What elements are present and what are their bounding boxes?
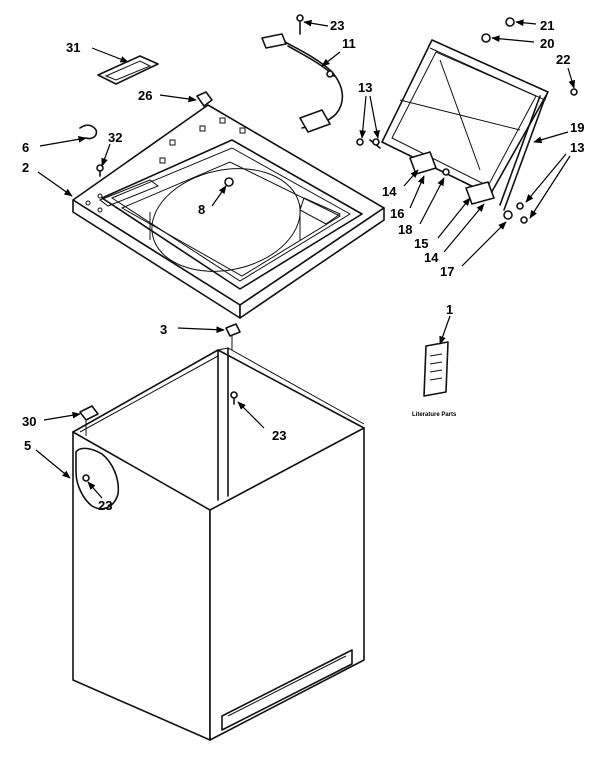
lid-switch-harness <box>261 33 344 133</box>
callout-13-left: 13 <box>358 80 372 95</box>
callout-5: 5 <box>24 438 31 453</box>
callout-16: 16 <box>390 206 404 221</box>
callout-8: 8 <box>198 202 205 217</box>
callout-18: 18 <box>398 222 412 237</box>
callout-31: 31 <box>66 40 80 55</box>
hinge-hardware <box>356 138 528 224</box>
callout-22: 22 <box>556 52 570 67</box>
callout-14-lower: 14 <box>424 250 439 265</box>
washer-top-panel <box>72 104 385 319</box>
washer-cabinet <box>72 323 365 741</box>
callout-3: 3 <box>160 322 167 337</box>
callout-19: 19 <box>570 120 584 135</box>
callout-21: 21 <box>540 18 554 33</box>
callout-11: 11 <box>342 36 356 51</box>
callout-20: 20 <box>540 36 554 51</box>
callout-15: 15 <box>414 236 428 251</box>
washer-lid <box>381 39 549 211</box>
callout-23-top: 23 <box>330 18 344 33</box>
callout-6: 6 <box>22 140 29 155</box>
literature-parts-label: Literature Parts <box>412 412 457 418</box>
literature-parts: Literature Parts <box>412 341 457 418</box>
callout-17: 17 <box>440 264 454 279</box>
callout-1: 1 <box>446 302 453 317</box>
callout-2: 2 <box>22 160 29 175</box>
callout-23-lower: 23 <box>98 498 112 513</box>
callout-30: 30 <box>22 414 36 429</box>
callout-32: 32 <box>108 130 122 145</box>
callout-13-right: 13 <box>570 140 584 155</box>
callout-23-middle: 23 <box>272 428 286 443</box>
leader-lines <box>35 19 576 499</box>
callout-26: 26 <box>138 88 152 103</box>
callout-labels: 31 26 6 32 2 8 23 11 13 21 20 22 19 13 1… <box>22 18 584 513</box>
callout-14-upper: 14 <box>382 184 397 199</box>
